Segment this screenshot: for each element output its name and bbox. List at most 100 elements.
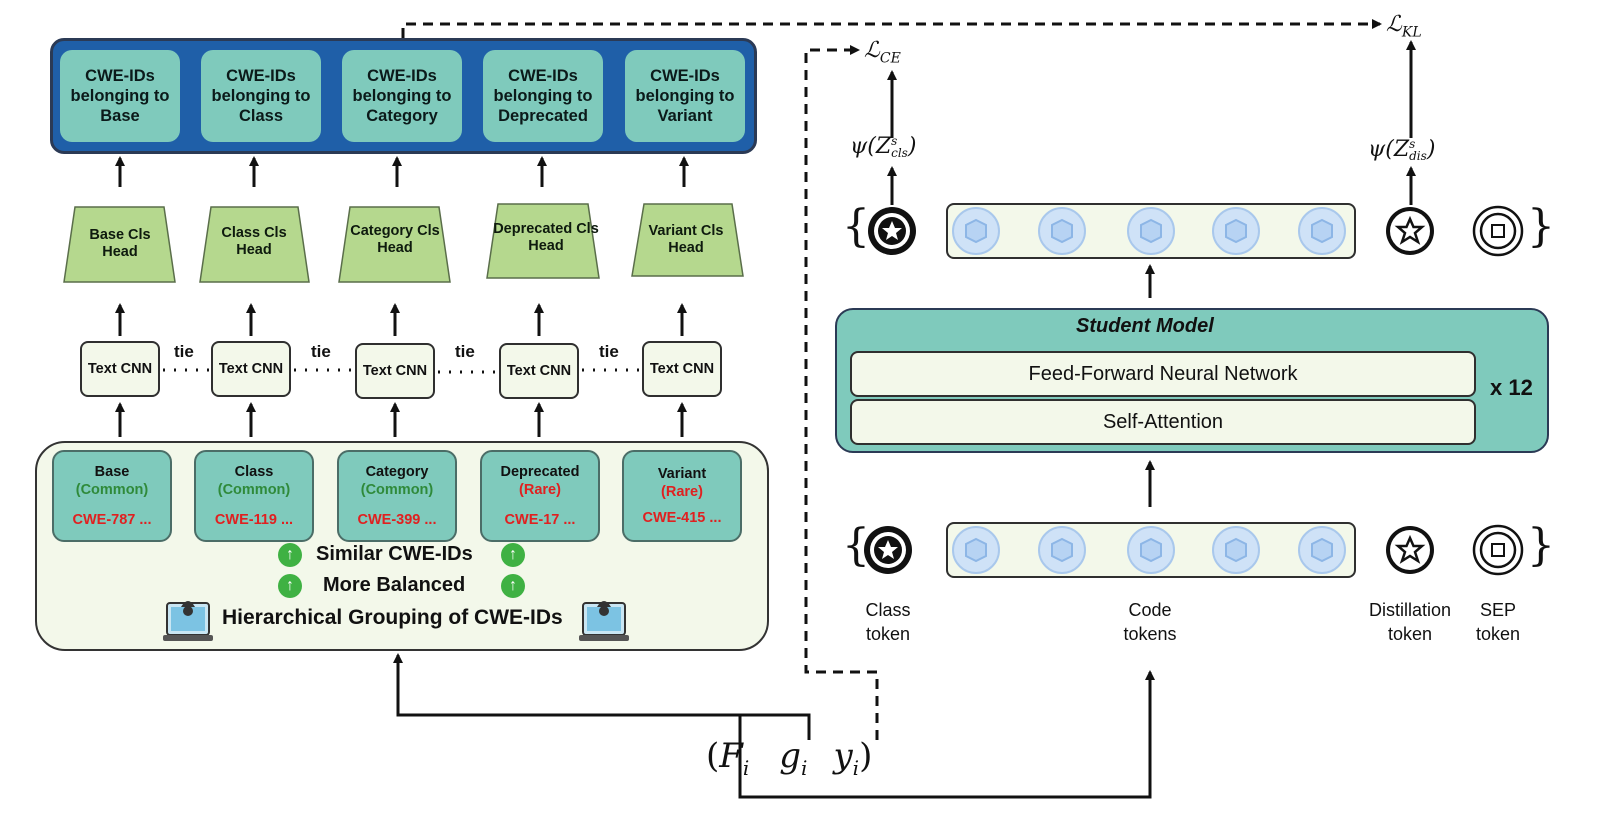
head-label: Deprecated Cls Head — [493, 221, 599, 254]
left-brace: { — [842, 520, 870, 571]
psi-superscript: s — [891, 134, 898, 148]
input-hex-tokens — [952, 526, 1346, 574]
group-box-deprecated: Deprecated (Rare) CWE-17 ... — [480, 450, 600, 542]
sep-token-label: SEP token — [1475, 600, 1521, 644]
layer-label: Feed-Forward Neural Network — [1028, 362, 1298, 385]
benefit-balanced: More Balanced — [323, 574, 466, 596]
top-token-icons — [868, 205, 1524, 257]
loss-subscript: KL — [1401, 24, 1422, 41]
loss-symbol: ℒ — [864, 38, 880, 63]
group-box-base: Base (Common) CWE-787 ... — [52, 450, 172, 542]
tie-label: tie — [174, 342, 194, 361]
input-subscript: i — [742, 755, 750, 780]
up-arrow-icon: ↑ — [501, 543, 525, 567]
head-label: Variant Cls Head — [648, 223, 724, 256]
hacker-laptop-icon — [163, 601, 213, 641]
group-frequency: (Rare) — [519, 482, 561, 498]
group-name: Class — [234, 464, 274, 480]
cls-heads — [63, 203, 744, 283]
group-ids: CWE-787 ... — [72, 512, 152, 528]
right-brace: } — [1527, 201, 1555, 252]
group-ids: CWE-399 ... — [357, 512, 437, 528]
group-ids: CWE-119 ... — [214, 512, 294, 528]
sep-token-icon — [1472, 205, 1524, 257]
output-label: CWE-IDs belonging to Deprecated — [493, 67, 593, 125]
group-box-variant: Variant (Rare) CWE-415 ... — [622, 450, 742, 542]
loss-subscript: CE — [879, 50, 901, 67]
class-cls-head — [199, 206, 310, 283]
left-brace: { — [842, 201, 870, 252]
group-frequency: (Rare) — [661, 484, 703, 500]
bottom-token-icons — [864, 524, 1524, 576]
text-cnn-label: Text CNN — [87, 360, 153, 377]
head-label: Class Cls Head — [221, 225, 287, 258]
star-token-icon — [864, 526, 912, 574]
group-frequency: (Common) — [360, 482, 434, 498]
head-label: Category Cls Head — [350, 223, 440, 256]
layer-label: Self-Attention — [1102, 410, 1224, 433]
deprecated-cls-head — [486, 203, 600, 279]
output-label: CWE-IDs belonging to Base — [70, 67, 170, 125]
text-cnn-label: Text CNN — [218, 360, 284, 377]
output-label: CWE-IDs belonging to Class — [211, 67, 311, 125]
repeat-count: x 12 — [1490, 375, 1533, 400]
head-label: Base Cls Head — [89, 227, 151, 260]
grouping-title: Hierarchical Grouping of CWE-IDs — [222, 606, 563, 629]
group-frequency: (Common) — [217, 482, 291, 498]
group-name: Variant — [657, 466, 707, 482]
input-subscript: i — [852, 755, 860, 780]
ffn-layer: Feed-Forward Neural Network — [850, 351, 1476, 397]
input-g: g — [779, 736, 802, 776]
input-y: y — [833, 736, 853, 776]
loss-kl: ℒKL — [1386, 12, 1422, 40]
star-token-icon — [1386, 207, 1434, 255]
group-name: Deprecated — [500, 464, 580, 480]
up-arrow-icon: ↑ — [501, 574, 525, 598]
group-ids: CWE-17 ... — [504, 512, 576, 528]
output-hex-tokens — [952, 207, 1346, 255]
output-box-variant: CWE-IDs belonging to Variant — [625, 50, 745, 142]
output-label: CWE-IDs belonging to Variant — [635, 67, 735, 125]
right-brace: } — [1527, 520, 1555, 571]
group-ids: CWE-415 ... — [642, 510, 722, 526]
code-tokens-label: Code tokens — [1123, 600, 1177, 644]
output-label: CWE-IDs belonging to Category — [352, 67, 452, 125]
input-paren: ) — [859, 736, 873, 776]
benefit-similar: Similar CWE-IDs — [316, 543, 473, 565]
tie-label: tie — [311, 342, 331, 361]
text-cnn: Text CNN — [355, 343, 435, 399]
base-cls-head — [63, 206, 176, 283]
psi-subscript: cls — [891, 146, 908, 160]
loss-symbol: ℒ — [1386, 12, 1402, 37]
class-token-label: Class token — [865, 600, 911, 644]
output-box-deprecated: CWE-IDs belonging to Deprecated — [483, 50, 603, 142]
output-box-category: CWE-IDs belonging to Category — [342, 50, 462, 142]
sep-token-icon — [1472, 524, 1524, 576]
star-token-icon — [1386, 526, 1434, 574]
group-name: Base — [94, 464, 130, 480]
self-attention-layer: Self-Attention — [850, 399, 1476, 445]
group-frequency: (Common) — [75, 482, 149, 498]
category-cls-head — [338, 206, 451, 283]
student-model-title: Student Model — [1076, 315, 1214, 337]
group-box-category: Category (Common) CWE-399 ... — [337, 450, 457, 542]
psi-subscript: dis — [1409, 149, 1427, 163]
input-paren: ( — [706, 736, 720, 776]
loss-ce: ℒCE — [864, 38, 901, 66]
input-subscript: i — [801, 755, 808, 780]
text-cnn: Text CNN — [80, 341, 160, 397]
output-box-class: CWE-IDs belonging to Class — [201, 50, 321, 142]
text-cnn-label: Text CNN — [506, 362, 572, 379]
psi-term: ψ(Z — [1368, 137, 1410, 162]
tie-label: tie — [599, 342, 619, 361]
output-box-base: CWE-IDs belonging to Base — [60, 50, 180, 142]
tie-label: tie — [455, 342, 475, 361]
psi-superscript: s — [1409, 137, 1416, 151]
hacker-laptop-icon — [579, 601, 629, 641]
text-cnn: Text CNN — [211, 341, 291, 397]
group-name: Category — [365, 464, 429, 480]
